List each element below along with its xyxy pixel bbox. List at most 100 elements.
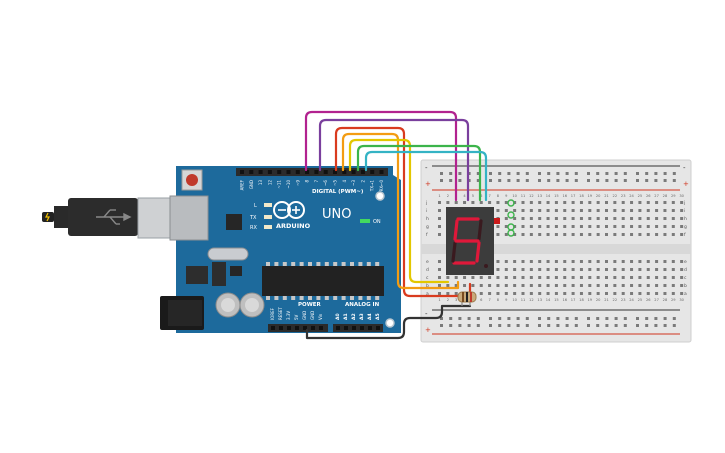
terminal-hole[interactable] bbox=[504, 276, 508, 279]
terminal-hole[interactable] bbox=[538, 260, 542, 263]
rail-hole[interactable] bbox=[440, 324, 443, 327]
rail-hole[interactable] bbox=[538, 317, 541, 320]
rail-hole[interactable] bbox=[538, 172, 541, 175]
analog-pin-hole[interactable] bbox=[336, 326, 340, 330]
terminal-hole[interactable] bbox=[613, 201, 617, 204]
terminal-hole[interactable] bbox=[546, 209, 550, 212]
terminal-hole[interactable] bbox=[488, 276, 492, 279]
terminal-hole[interactable] bbox=[630, 268, 634, 271]
terminal-hole[interactable] bbox=[588, 201, 592, 204]
terminal-hole[interactable] bbox=[546, 225, 550, 228]
terminal-hole[interactable] bbox=[521, 209, 525, 212]
terminal-hole[interactable] bbox=[538, 201, 542, 204]
terminal-hole[interactable] bbox=[621, 217, 625, 220]
digital-pin-hole[interactable] bbox=[295, 170, 300, 174]
rail-hole[interactable] bbox=[574, 172, 578, 175]
terminal-hole[interactable] bbox=[671, 260, 675, 263]
terminal-hole[interactable] bbox=[680, 233, 684, 236]
terminal-hole[interactable] bbox=[438, 225, 441, 228]
terminal-hole[interactable] bbox=[538, 268, 542, 271]
terminal-hole[interactable] bbox=[554, 209, 558, 212]
terminal-hole[interactable] bbox=[621, 209, 625, 212]
rail-hole[interactable] bbox=[587, 179, 590, 182]
rail-hole[interactable] bbox=[489, 324, 492, 327]
terminal-hole[interactable] bbox=[463, 284, 467, 287]
rail-hole[interactable] bbox=[538, 179, 541, 182]
terminal-hole[interactable] bbox=[496, 284, 500, 287]
terminal-hole[interactable] bbox=[638, 209, 642, 212]
terminal-hole[interactable] bbox=[546, 201, 550, 204]
rail-hole[interactable] bbox=[525, 324, 529, 327]
terminal-hole[interactable] bbox=[613, 209, 617, 212]
terminal-hole[interactable] bbox=[488, 201, 492, 204]
rail-hole[interactable] bbox=[440, 179, 443, 182]
terminal-hole[interactable] bbox=[504, 233, 508, 236]
rail-hole[interactable] bbox=[507, 172, 511, 175]
rail-hole[interactable] bbox=[458, 324, 462, 327]
terminal-hole[interactable] bbox=[438, 284, 441, 287]
terminal-hole[interactable] bbox=[646, 268, 650, 271]
rail-hole[interactable] bbox=[449, 324, 453, 327]
terminal-hole[interactable] bbox=[630, 233, 634, 236]
terminal-hole[interactable] bbox=[630, 284, 634, 287]
terminal-hole[interactable] bbox=[671, 225, 675, 228]
terminal-hole[interactable] bbox=[479, 284, 483, 287]
terminal-hole[interactable] bbox=[646, 201, 650, 204]
rail-hole[interactable] bbox=[547, 324, 551, 327]
terminal-hole[interactable] bbox=[613, 260, 617, 263]
terminal-hole[interactable] bbox=[655, 217, 659, 220]
terminal-hole[interactable] bbox=[663, 209, 667, 212]
terminal-hole[interactable] bbox=[638, 225, 642, 228]
terminal-hole[interactable] bbox=[529, 284, 533, 287]
digital-pin-hole[interactable] bbox=[267, 170, 272, 174]
terminal-hole[interactable] bbox=[588, 268, 592, 271]
terminal-hole[interactable] bbox=[613, 268, 617, 271]
terminal-hole[interactable] bbox=[605, 268, 608, 271]
rail-hole[interactable] bbox=[556, 179, 560, 182]
rail-hole[interactable] bbox=[587, 317, 590, 320]
terminal-hole[interactable] bbox=[546, 217, 550, 220]
terminal-hole[interactable] bbox=[655, 201, 659, 204]
terminal-hole[interactable] bbox=[571, 276, 575, 279]
terminal-hole[interactable] bbox=[663, 292, 667, 295]
terminal-hole[interactable] bbox=[588, 276, 592, 279]
terminal-hole[interactable] bbox=[646, 233, 650, 236]
rail-hole[interactable] bbox=[565, 179, 569, 182]
terminal-hole[interactable] bbox=[529, 209, 533, 212]
rail-hole[interactable] bbox=[516, 172, 520, 175]
rail-hole[interactable] bbox=[449, 317, 453, 320]
terminal-hole[interactable] bbox=[605, 217, 608, 220]
terminal-hole[interactable] bbox=[671, 201, 675, 204]
terminal-hole[interactable] bbox=[596, 225, 600, 228]
rail-hole[interactable] bbox=[654, 324, 658, 327]
rail-hole[interactable] bbox=[623, 172, 627, 175]
wire-green[interactable] bbox=[356, 144, 482, 202]
rail-hole[interactable] bbox=[645, 324, 649, 327]
terminal-hole[interactable] bbox=[655, 292, 659, 295]
terminal-hole[interactable] bbox=[579, 209, 583, 212]
terminal-hole[interactable] bbox=[579, 201, 583, 204]
terminal-hole[interactable] bbox=[546, 292, 550, 295]
terminal-hole[interactable] bbox=[513, 284, 517, 287]
terminal-hole[interactable] bbox=[554, 268, 558, 271]
terminal-hole[interactable] bbox=[513, 233, 517, 236]
rail-hole[interactable] bbox=[489, 172, 492, 175]
terminal-hole[interactable] bbox=[538, 225, 542, 228]
terminal-hole[interactable] bbox=[479, 292, 483, 295]
terminal-hole[interactable] bbox=[630, 201, 634, 204]
terminal-hole[interactable] bbox=[663, 225, 667, 228]
rail-hole[interactable] bbox=[458, 172, 462, 175]
terminal-hole[interactable] bbox=[596, 276, 600, 279]
rail-hole[interactable] bbox=[467, 172, 471, 175]
terminal-hole[interactable] bbox=[638, 292, 642, 295]
terminal-hole[interactable] bbox=[596, 209, 600, 212]
digital-pin-hole[interactable] bbox=[379, 170, 384, 174]
rail-hole[interactable] bbox=[645, 179, 649, 182]
rail-hole[interactable] bbox=[498, 317, 502, 320]
rail-hole[interactable] bbox=[574, 317, 578, 320]
terminal-hole[interactable] bbox=[605, 225, 608, 228]
terminal-hole[interactable] bbox=[680, 209, 684, 212]
terminal-hole[interactable] bbox=[655, 268, 659, 271]
terminal-hole[interactable] bbox=[546, 276, 550, 279]
